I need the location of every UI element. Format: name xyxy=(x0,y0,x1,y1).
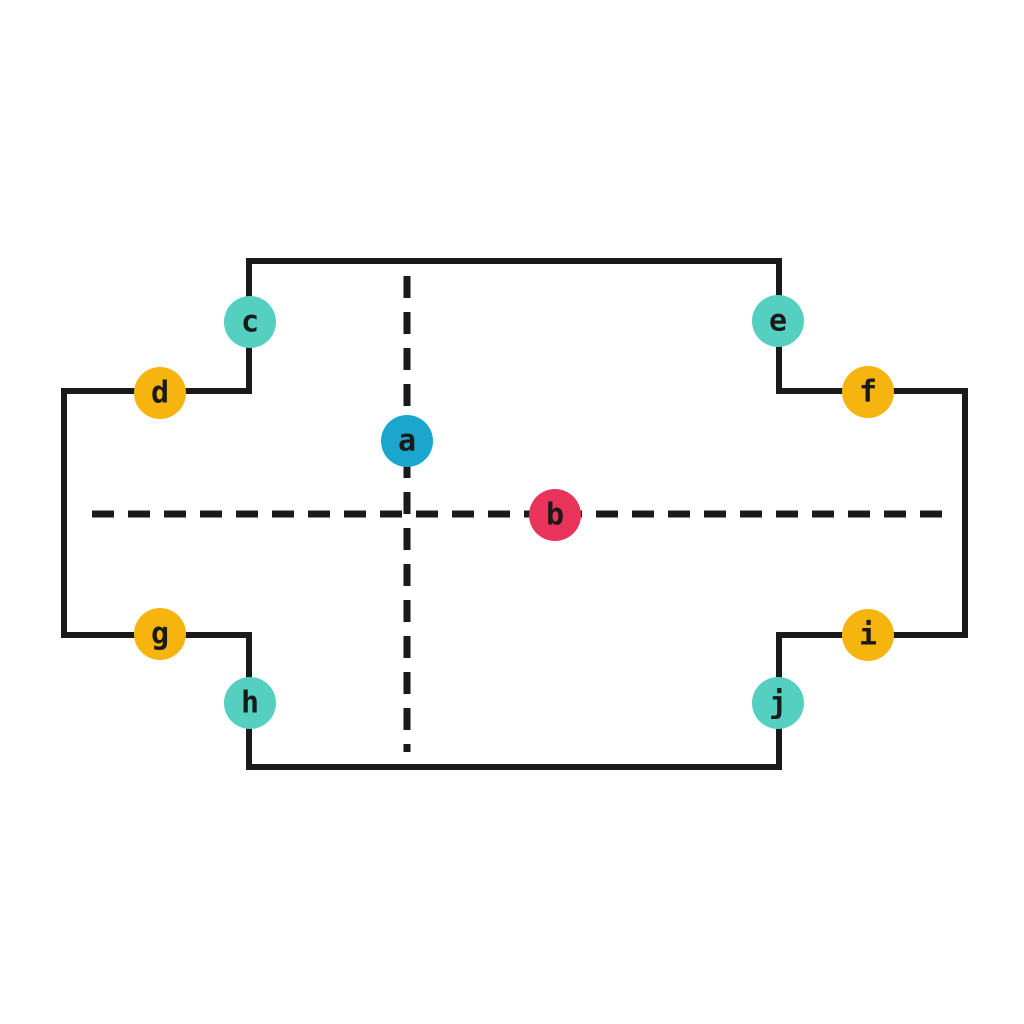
marker-g-label: g xyxy=(151,617,169,652)
marker-j: j xyxy=(752,677,804,729)
marker-j-label: j xyxy=(769,686,787,721)
marker-a-label: a xyxy=(398,424,416,459)
marker-h-dot xyxy=(224,677,276,729)
marker-d-label: d xyxy=(151,376,169,411)
marker-b: b xyxy=(529,489,581,541)
marker-g: g xyxy=(134,608,186,660)
marker-f-label: f xyxy=(859,375,877,410)
marker-h-label: h xyxy=(241,686,259,721)
marker-h: h xyxy=(224,677,276,729)
marker-e: e xyxy=(752,295,804,347)
marker-a-dot xyxy=(381,415,433,467)
marker-b-label: b xyxy=(546,498,564,533)
marker-i-label: i xyxy=(859,618,877,653)
marker-j-dot xyxy=(752,677,804,729)
marker-i-dot xyxy=(842,609,894,661)
marker-a: a xyxy=(381,415,433,467)
marker-i: i xyxy=(842,609,894,661)
marker-e-dot xyxy=(752,295,804,347)
marker-c-label: c xyxy=(241,305,259,340)
marker-d-dot xyxy=(134,367,186,419)
marker-b-dot xyxy=(529,489,581,541)
shape-outline xyxy=(61,258,968,770)
marker-d: d xyxy=(134,367,186,419)
marker-e-label: e xyxy=(769,304,787,339)
marker-f: f xyxy=(842,366,894,418)
marker-g-dot xyxy=(134,608,186,660)
marker-f-dot xyxy=(842,366,894,418)
marker-c-dot xyxy=(224,296,276,348)
marker-c: c xyxy=(224,296,276,348)
